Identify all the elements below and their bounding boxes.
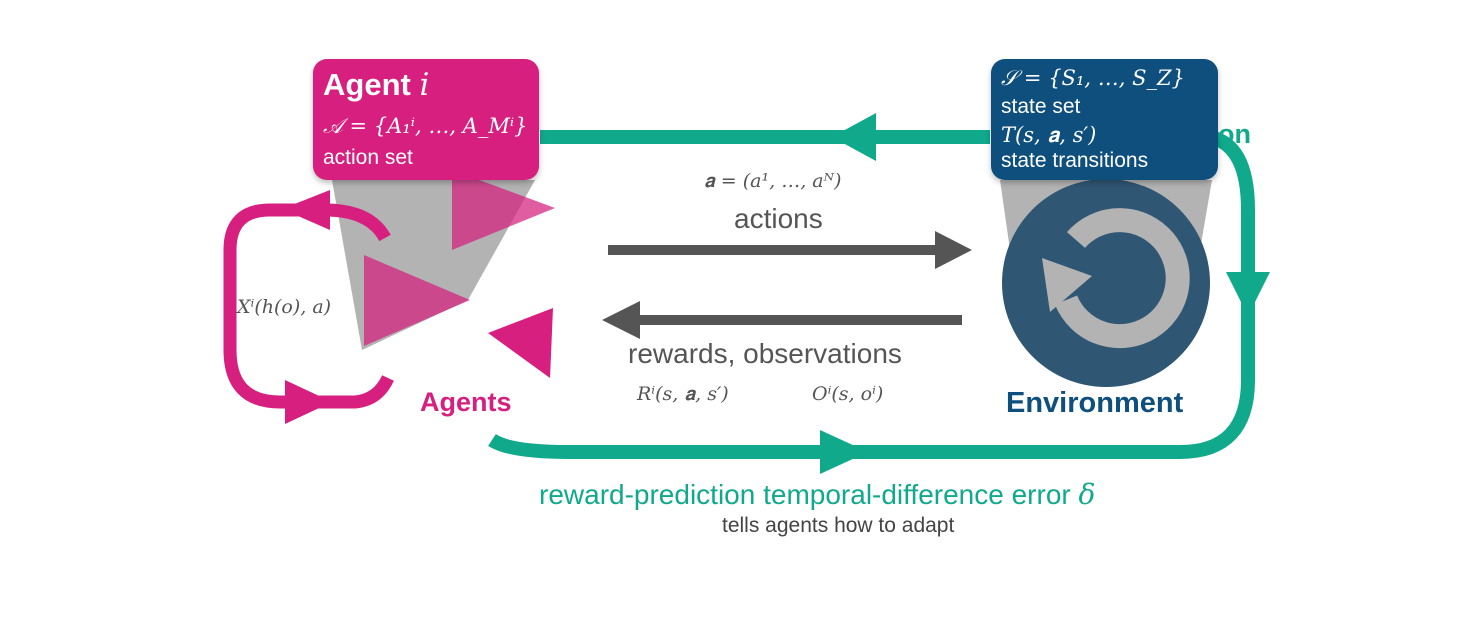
- td-loop-line: [488, 130, 1255, 459]
- state-set-formula: 𝒮 = {S₁, …, S_Z}: [1001, 66, 1185, 90]
- transition-label: state transitions: [1001, 149, 1149, 172]
- environment-card: 𝒮 = {S₁, …, S_Z} state set T(s, 𝐚, s′) s…: [991, 59, 1218, 180]
- adaptation-arrowhead-top: [282, 190, 330, 230]
- agent-triangle-center: [364, 255, 470, 346]
- td-top-arrowhead: [832, 113, 876, 161]
- actions-formula: 𝐚 = (a¹, …, aᴺ): [704, 170, 842, 192]
- td-error-text: reward-prediction temporal-difference er…: [539, 479, 1071, 510]
- rewards-observations-label: rewards, observations: [628, 338, 902, 369]
- td-bottom-arrowhead: [820, 430, 868, 474]
- actions-label: actions: [734, 203, 823, 234]
- td-symbol: δ: [1078, 478, 1096, 511]
- agent-triangle-lower: [488, 308, 553, 378]
- agents-label: Agents: [420, 387, 512, 417]
- actions-arrowhead: [935, 231, 972, 269]
- action-set-label: action set: [323, 146, 413, 169]
- action-set-formula: 𝒜 = {A₁ⁱ, …, A_Mⁱ}: [323, 114, 528, 138]
- observation-formula: Oⁱ(s, oⁱ): [812, 383, 884, 405]
- td-caption: tells agents how to adapt: [722, 514, 955, 537]
- rewards-arrowhead: [602, 301, 640, 339]
- environment-icon: [1002, 179, 1210, 387]
- transition-formula: T(s, 𝐚, s′): [1001, 123, 1097, 147]
- state-set-label: state set: [1001, 95, 1081, 118]
- policy-formula: Xⁱ(h(o), a): [237, 296, 332, 318]
- right-partial-label: on: [1218, 119, 1251, 149]
- agent-card-title: Agent i: [323, 67, 429, 103]
- cycle-arrow-icon: [1042, 208, 1190, 349]
- adaptation-arrowhead-bottom: [285, 380, 332, 424]
- environment-label: Environment: [1006, 387, 1184, 419]
- agent-card: Agent i 𝒜 = {A₁ⁱ, …, A_Mⁱ} action set: [313, 59, 539, 180]
- agent-title-index: i: [419, 67, 430, 103]
- reward-formula: Rⁱ(s, 𝐚, s′): [637, 383, 729, 405]
- td-right-arrowhead: [1226, 272, 1270, 316]
- adaptation-loop: [223, 203, 394, 409]
- agent-title-text: Agent: [323, 67, 411, 102]
- agent-triangle-upper: [452, 170, 555, 250]
- td-error-label: reward-prediction temporal-difference er…: [539, 478, 1095, 511]
